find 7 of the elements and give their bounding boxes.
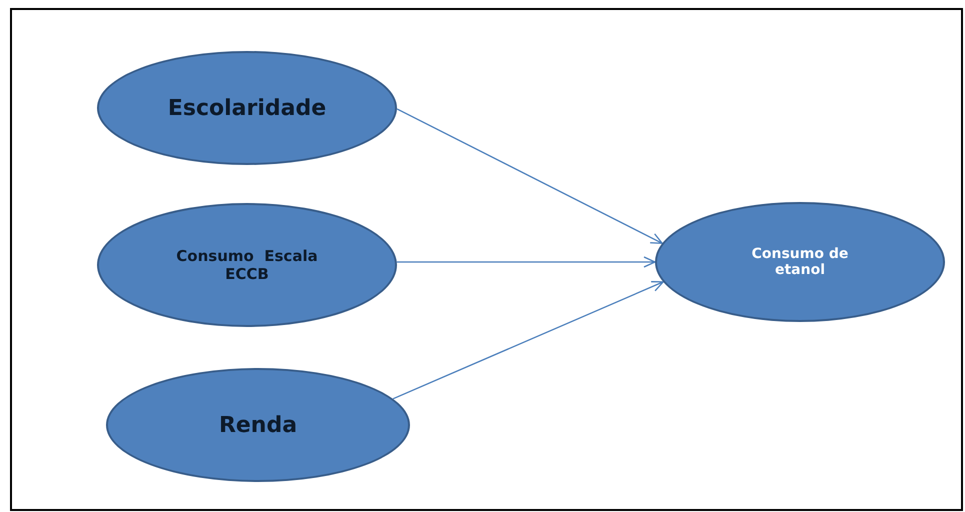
arrow — [396, 108, 663, 244]
node-label: Renda — [218, 412, 298, 438]
node-label: Consumo Escala ECCB — [175, 247, 319, 283]
arrow — [392, 281, 664, 400]
node-label: Escolaridade — [168, 96, 326, 120]
node-label: Consumo de etanol — [750, 246, 850, 278]
arrow — [396, 256, 656, 268]
